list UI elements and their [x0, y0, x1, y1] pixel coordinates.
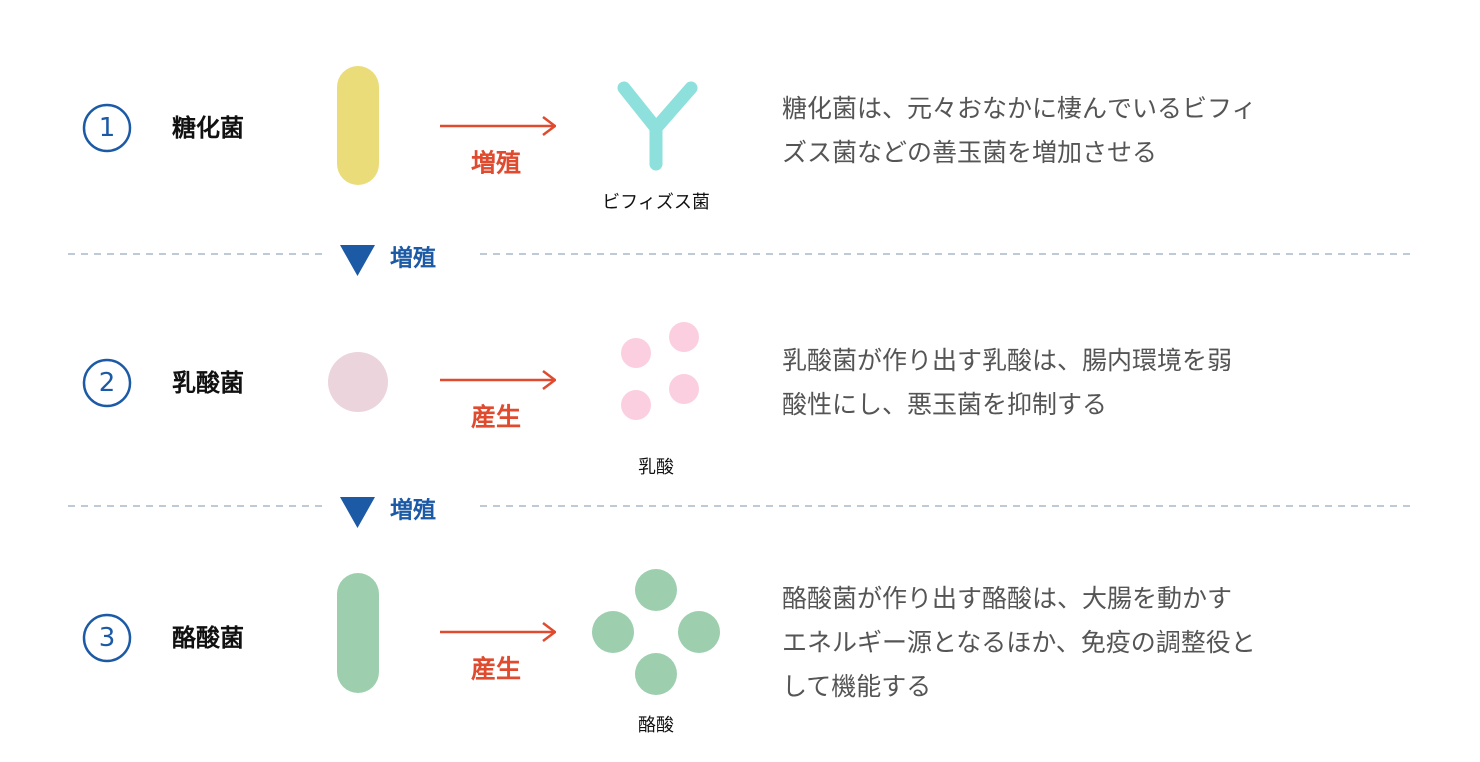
butyric-acid-bacteria-rod [337, 573, 379, 693]
down-triangle-icon [340, 245, 375, 276]
action-label: 産生 [470, 654, 522, 684]
bacteria-name: 乳酸菌 [172, 369, 244, 397]
action-label: 増殖 [470, 148, 522, 178]
lactic-acid-bacteria-cell [328, 352, 388, 412]
row-number-2: 2 [98, 368, 116, 398]
product-caption: ビフィズス菌 [602, 192, 710, 213]
product-caption: 酪酸 [638, 715, 674, 736]
butyric-acid-dots [592, 569, 720, 695]
step-label: 増殖 [390, 497, 436, 524]
description-line: 糖化菌は、元々おなかに棲んでいるビフィ [782, 94, 1257, 123]
description-1: 糖化菌は、元々おなかに棲んでいるビフィ ズス菌などの善玉菌を増加させる [782, 87, 1257, 175]
product-caption: 乳酸 [638, 457, 674, 478]
bacteria-name: 酪酸菌 [172, 624, 244, 652]
action-label: 産生 [470, 402, 522, 432]
row-number-1: 1 [98, 113, 116, 143]
lactic-acid-dots [621, 322, 699, 420]
description-line: して機能する [782, 672, 932, 701]
description-3: 酪酸菌が作り出す酪酸は、大腸を動かす エネルギー源となるほか、免疫の調整役と し… [782, 577, 1256, 709]
description-line: 乳酸菌が作り出す乳酸は、腸内環境を弱 [782, 346, 1233, 375]
number-circle-1 [82, 103, 132, 153]
description-line: 酸性にし、悪玉菌を抑制する [782, 390, 1108, 419]
description-line: 酪酸菌が作り出す酪酸は、大腸を動かす [782, 584, 1233, 613]
bacteria-name: 糖化菌 [172, 114, 244, 142]
description-line: ズス菌などの善玉菌を増加させる [782, 138, 1158, 167]
number-circle-2 [82, 358, 132, 408]
down-triangle-icon [340, 497, 375, 528]
row-number-3: 3 [98, 623, 116, 653]
description-2: 乳酸菌が作り出す乳酸は、腸内環境を弱 酸性にし、悪玉菌を抑制する [782, 339, 1232, 427]
description-line: エネルギー源となるほか、免疫の調整役と [782, 628, 1256, 657]
bifidobacteria-y-shape [617, 81, 698, 171]
number-circle-3 [82, 613, 132, 663]
saccharifying-bacteria-rod [337, 66, 379, 185]
step-label: 増殖 [390, 245, 436, 272]
